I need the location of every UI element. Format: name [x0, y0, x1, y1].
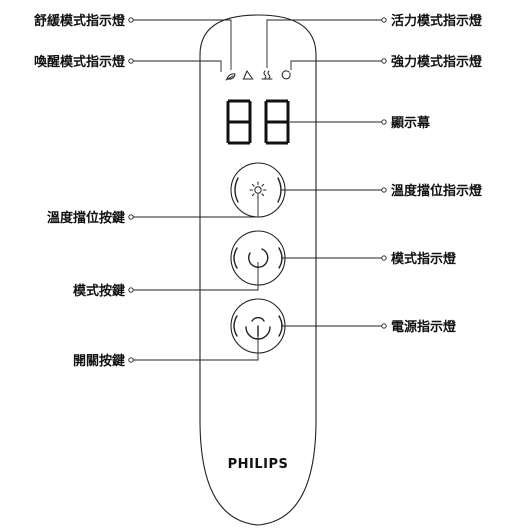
leader-power-mode: [290, 60, 383, 70]
leaf-icon: [225, 73, 236, 81]
leader-power-button: [133, 330, 259, 361]
label-temperature-level-indicator: 溫度擋位指示燈: [391, 183, 483, 199]
label-mode-indicator: 模式指示燈: [391, 251, 457, 267]
leader-dot-soothing: [128, 17, 134, 23]
label-wake-mode-indicator: 喚醒模式指示燈: [34, 54, 126, 70]
label-display: 顯示幕: [391, 115, 431, 131]
swirl-icon: [281, 70, 291, 80]
leader-dot-wake: [128, 58, 134, 64]
label-mode-button: 模式按鍵: [73, 283, 125, 299]
brand-logo: PHILIPS: [228, 457, 289, 472]
sunrise-icon: [242, 69, 254, 80]
steam-icon: [261, 70, 273, 80]
leader-dot-power-indicator: [381, 323, 387, 329]
leader-dot-display: [381, 119, 387, 125]
leader-dot-mode-button: [128, 287, 134, 293]
digit-1: [226, 99, 252, 145]
label-power-indicator: 電源指示燈: [391, 319, 457, 335]
digit-2: [264, 99, 290, 145]
leader-dot-vitality: [381, 17, 387, 23]
leader-soothing: [132, 19, 232, 70]
leader-dot-temp-button: [128, 214, 134, 220]
label-soothing-mode-indicator: 舒緩模式指示燈: [34, 13, 126, 29]
label-temperature-level-button: 溫度擋位按鍵: [47, 210, 125, 226]
label-vitality-mode-indicator: 活力模式指示燈: [391, 13, 483, 29]
leader-dot-temp-indicator: [381, 187, 387, 193]
label-power-mode-indicator: 強力模式指示燈: [391, 54, 483, 70]
label-power-button: 開關按鍵: [73, 353, 125, 369]
ring-icon: [248, 248, 269, 268]
seven-segment-display: [226, 99, 290, 145]
leader-temp-button: [133, 194, 259, 218]
leader-mode-button: [133, 262, 259, 291]
leader-dot-power-button: [128, 357, 134, 363]
leader-vitality: [266, 19, 383, 68]
leader-wake: [132, 60, 222, 72]
leader-dot-power-mode: [381, 58, 387, 64]
leader-dot-mode-indicator: [381, 255, 387, 261]
